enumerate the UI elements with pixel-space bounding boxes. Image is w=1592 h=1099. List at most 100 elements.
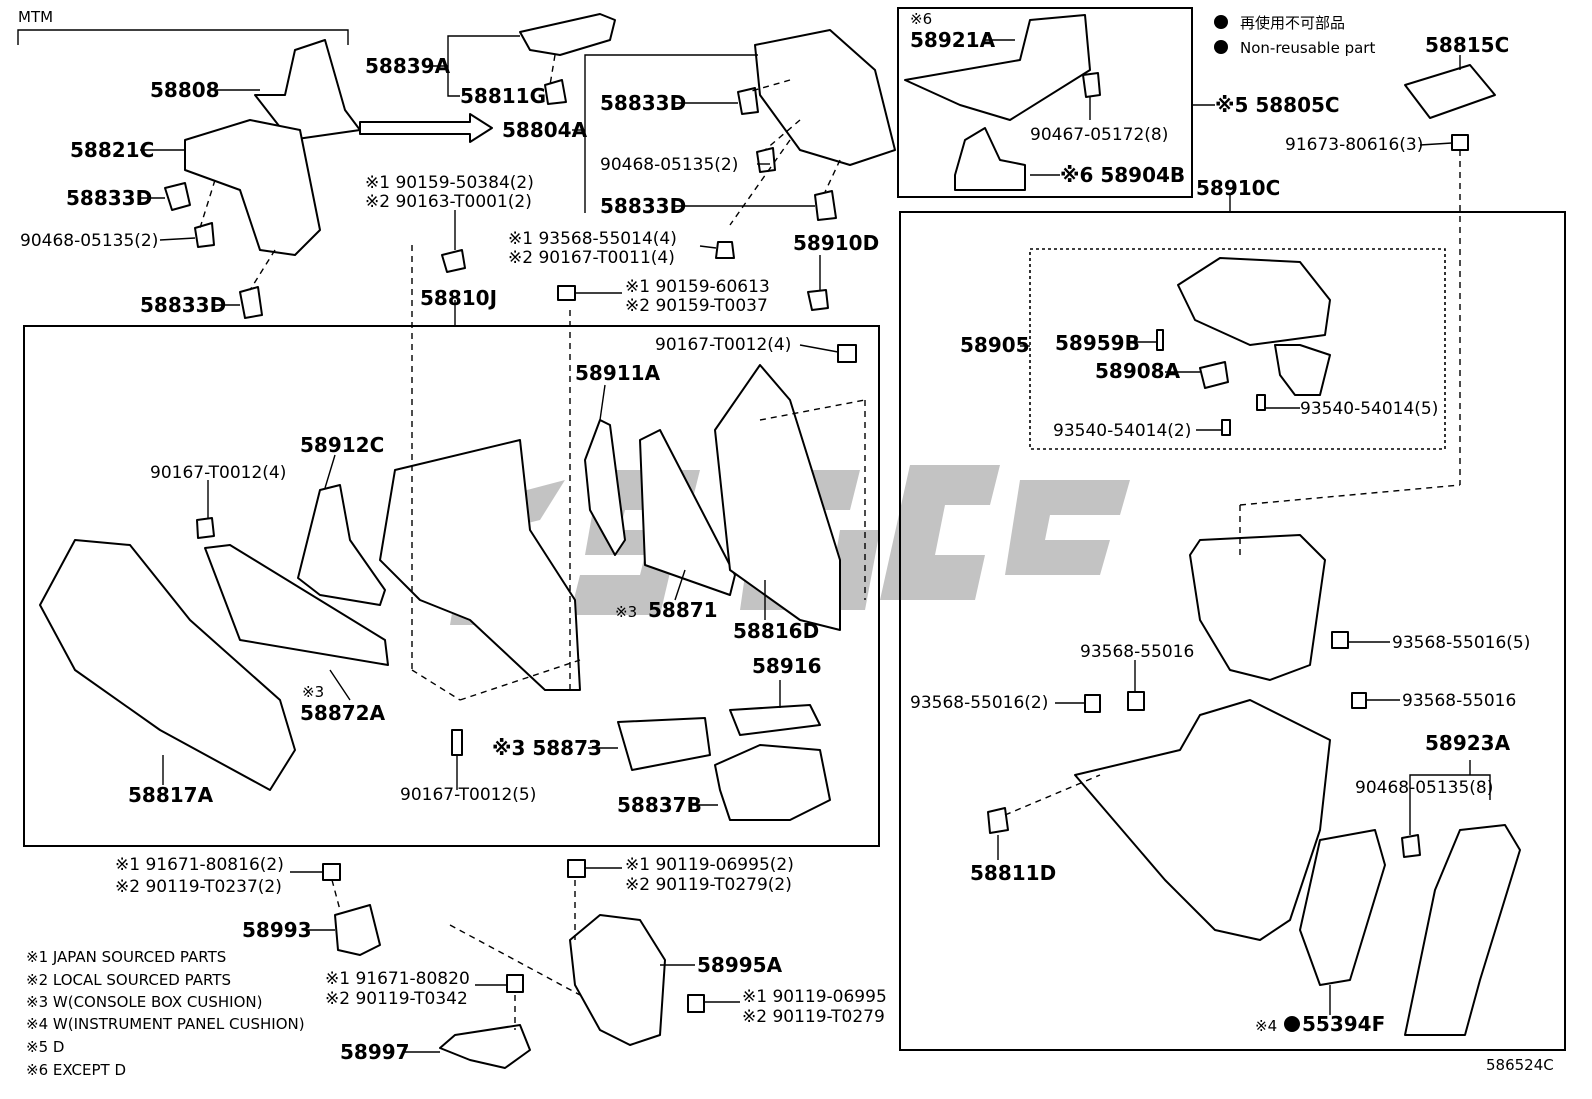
figure-id: 586524C [1486,1056,1554,1074]
label-58839A: 58839A [365,54,451,78]
note-5: ※5 D [26,1038,64,1056]
panel-58816D [714,364,841,631]
label-58921A-mark: ※6 [910,10,932,28]
bottom-brackets: ※1 91671-80816(2) ※2 90119-T0237(2) 5899… [115,855,887,1069]
label-58910D: 58910D [793,231,879,255]
armrest-58905 [1177,257,1331,346]
label-90167-T0012-bot: 90167-T0012(5) [400,785,536,805]
bracket-58995A [569,914,666,1046]
watermark-logo [450,465,1130,625]
screw-90159-50384 [441,249,466,273]
hinge-58905 [1274,344,1331,396]
screw-93540-54014-5 [1256,394,1266,411]
label-90159-50384: ※1 90159-50384(2) [365,173,534,193]
bracket-58997 [439,1024,531,1069]
label-90468-05135-8: 90468-05135(8) [1355,778,1493,798]
label-90119-T0237: ※2 90119-T0237(2) [115,877,282,897]
legend-dot-1 [1214,15,1228,29]
label-58833D-c: 58833D [600,91,686,115]
label-90167-T0012-left: 90167-T0012(4) [150,463,286,483]
group-58805C: ※6 58921A 90467-05172(8) ※6 58904B ※5 58… [904,10,1340,191]
trim-58923A [1404,824,1521,1036]
label-58904B: ※6 58904B [1060,163,1185,187]
note-3: ※3 W(CONSOLE BOX CUSHION) [26,993,262,1011]
label-58873: ※3 58873 [492,736,602,760]
label-91671-80816: ※1 91671-80816(2) [115,855,284,875]
console-parts: 90167-T0012(4) 58912C 58911A 90167-T0012… [39,245,866,821]
note-1: ※1 JAPAN SOURCED PARTS [26,948,226,966]
label-58816D: 58816D [733,619,819,643]
fasteners-top-middle: ※1 90159-50384(2) ※2 90163-T0001(2) ※1 9… [365,173,879,325]
panel-58804A [754,29,896,166]
legend-jp: 再使用不可部品 [1240,14,1345,32]
note-2: ※2 LOCAL SOURCED PARTS [26,971,231,989]
clip-90467-05172 [1082,72,1101,98]
label-58912C: 58912C [300,433,384,457]
label-58837B: 58837B [617,793,702,817]
label-58993: 58993 [242,918,312,942]
box-body [1189,534,1326,681]
group-58815C: 58815C 91673-80616(3) [1285,33,1509,485]
screw-90167-T0012-top [837,344,857,363]
legend-dot-2 [1214,40,1228,54]
lower-console [1074,699,1331,941]
bolt-91673-80616 [1451,134,1469,151]
bracket-58839A [519,13,616,56]
clip-58811G [544,79,567,105]
shift-bezel-58821C [184,119,321,256]
clip-90468-05135-8 [1401,834,1421,858]
screw-93568-55014 [715,241,735,259]
label-90119-T0279: ※2 90119-T0279 [742,1007,885,1027]
frame-58810J [379,439,581,691]
label-58911A: 58911A [575,361,661,385]
label-90167-T0011: ※2 90167-T0011(4) [508,248,675,268]
label-58872A-mark: ※3 [302,683,324,701]
label-93568-55016-2: 93568-55016(2) [910,693,1048,713]
bolt-90119-06995-2 [567,859,586,878]
clip-58833D-b [239,286,263,319]
label-58833D-b: 58833D [140,293,226,317]
label-58817A: 58817A [128,783,214,807]
clip-58910D [807,289,829,311]
cupholder-58837B [714,744,831,821]
boot-58904B [954,127,1026,191]
label-90119-06995: ※1 90119-06995 [742,987,887,1007]
label-91673-80616: 91673-80616(3) [1285,135,1423,155]
pad-58872A [204,544,389,666]
screw-93568-55016-2 [1084,694,1101,713]
bracket-58921A [904,14,1091,121]
label-58910C: 58910C [1196,176,1280,200]
label-55394F: 55394F [1302,1012,1385,1036]
label-90468-b: 90468-05135(2) [600,155,738,175]
screw-93568-55016-r [1351,692,1367,709]
label-90119-T0279-2: ※2 90119-T0279(2) [625,875,792,895]
label-58808: 58808 [150,78,220,102]
label-93540-54014-5: 93540-54014(5) [1300,399,1438,419]
clip-90468-b [756,147,776,173]
label-91671-80820: ※1 91671-80820 [325,969,470,989]
label-58872A: 58872A [300,701,386,725]
gasket-58916 [729,704,821,736]
non-reusable-dot-55394F [1284,1016,1300,1032]
clip-58833D-a [164,182,191,211]
label-90467-05172: 90467-05172(8) [1030,125,1168,145]
bracket-58912C [297,484,386,606]
screw-93568-55016-mid [1127,691,1145,711]
label-93568-55016-5: 93568-55016(5) [1392,633,1530,653]
bolt-90119-06995 [687,994,705,1013]
pad-58815C [1404,64,1496,119]
label-58821C: 58821C [70,138,154,162]
label-58804A: 58804A [502,118,588,142]
label-58811D: 58811D [970,861,1056,885]
clip-58811D [987,807,1009,834]
label-58905: 58905 [960,333,1030,357]
label-58811G: 58811G [460,84,546,108]
screw-90167-T0012-left [196,517,215,539]
shift-boot-group: 58808 58821C 58833D 90468-05135(2) 58833… [20,39,361,319]
cushion-55394F [1299,829,1386,986]
panel-58804A-group: 58839A 58811G 58804A 58833D 90468-05135(… [365,13,896,226]
legend: 再使用不可部品 Non-reusable part [1214,14,1375,57]
label-90159-T0037: ※2 90159-T0037 [625,296,768,316]
bracket-58993 [334,904,381,956]
